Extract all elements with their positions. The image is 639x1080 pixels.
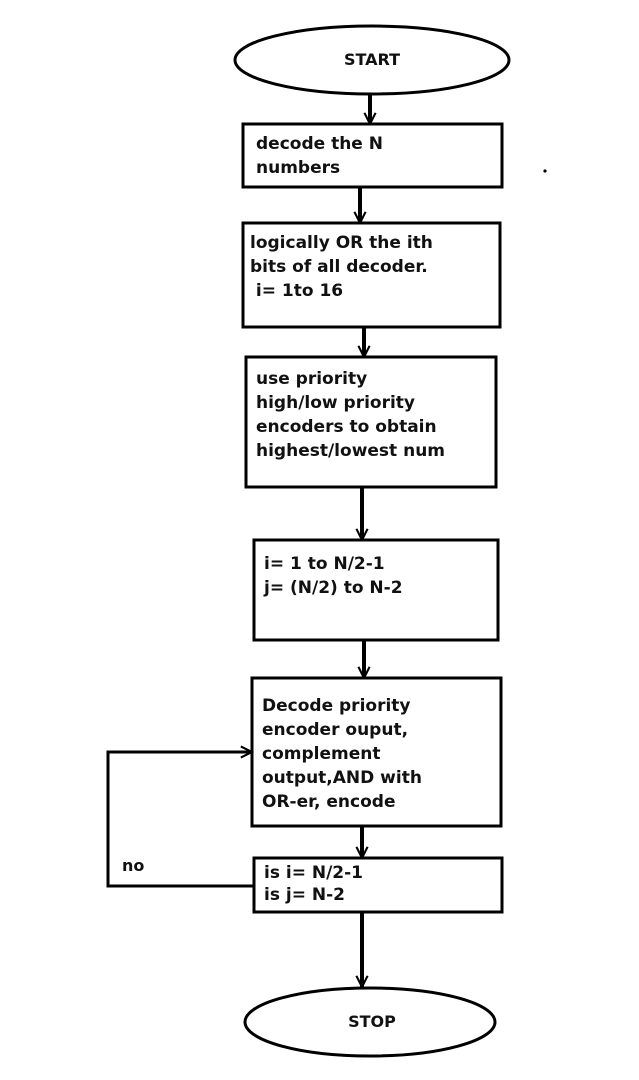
step-or-bits-line-2: bits of all decoder. <box>250 257 428 277</box>
process-decode-priority-box <box>250 676 503 828</box>
step-decode-priority-line-4: output,AND with <box>262 768 422 788</box>
decision-check-box <box>252 856 504 914</box>
process-or-bits-box <box>241 221 502 329</box>
step-check-line-1: is i= N/2-1 <box>264 863 364 883</box>
step-decode-line-2: numbers <box>256 158 341 178</box>
step-check-line-2: is j= N-2 <box>264 885 345 905</box>
step-check-text: is i= N/2-1 is j= N-2 <box>264 862 363 906</box>
step-priority-line-2: high/low priority <box>256 393 416 413</box>
step-init-text: i= 1 to N/2-1 j= (N/2) to N-2 <box>264 552 403 600</box>
stop-terminal <box>243 986 497 1058</box>
step-decode-priority-line-3: complement <box>262 744 381 764</box>
step-init-line-2: j= (N/2) to N-2 <box>264 578 403 598</box>
step-decode-priority-line-1: Decode priority <box>262 696 411 716</box>
start-label: START <box>343 50 401 69</box>
step-priority-text: use priority high/low priority encoders … <box>256 367 445 463</box>
process-init-box <box>252 538 500 642</box>
loop-no-label: no <box>122 856 145 875</box>
stop-label: STOP <box>348 1012 396 1031</box>
step-priority-line-3: encoders to obtain <box>256 417 437 437</box>
process-decode-box <box>241 122 504 189</box>
step-or-bits-text: logically OR the ith bits of all decoder… <box>250 231 433 303</box>
step-priority-line-1: use priority <box>256 369 368 389</box>
loop-back-connector <box>106 752 254 888</box>
step-decode-priority-line-5: OR-er, encode <box>262 792 396 812</box>
step-decode-priority-line-2: encoder ouput, <box>262 720 409 740</box>
step-decode-priority-text: Decode priority encoder ouput, complemen… <box>262 694 422 814</box>
step-or-bits-line-1: logically OR the ith <box>250 233 433 253</box>
stray-dot <box>543 169 547 173</box>
step-decode-line-1: decode the N <box>256 134 383 154</box>
step-decode-text: decode the N numbers <box>256 132 383 180</box>
step-init-line-1: i= 1 to N/2-1 <box>264 554 385 574</box>
step-priority-line-4: highest/lowest num <box>256 441 446 461</box>
step-or-bits-line-3: i= 1to 16 <box>250 281 344 301</box>
process-priority-box <box>244 355 498 489</box>
